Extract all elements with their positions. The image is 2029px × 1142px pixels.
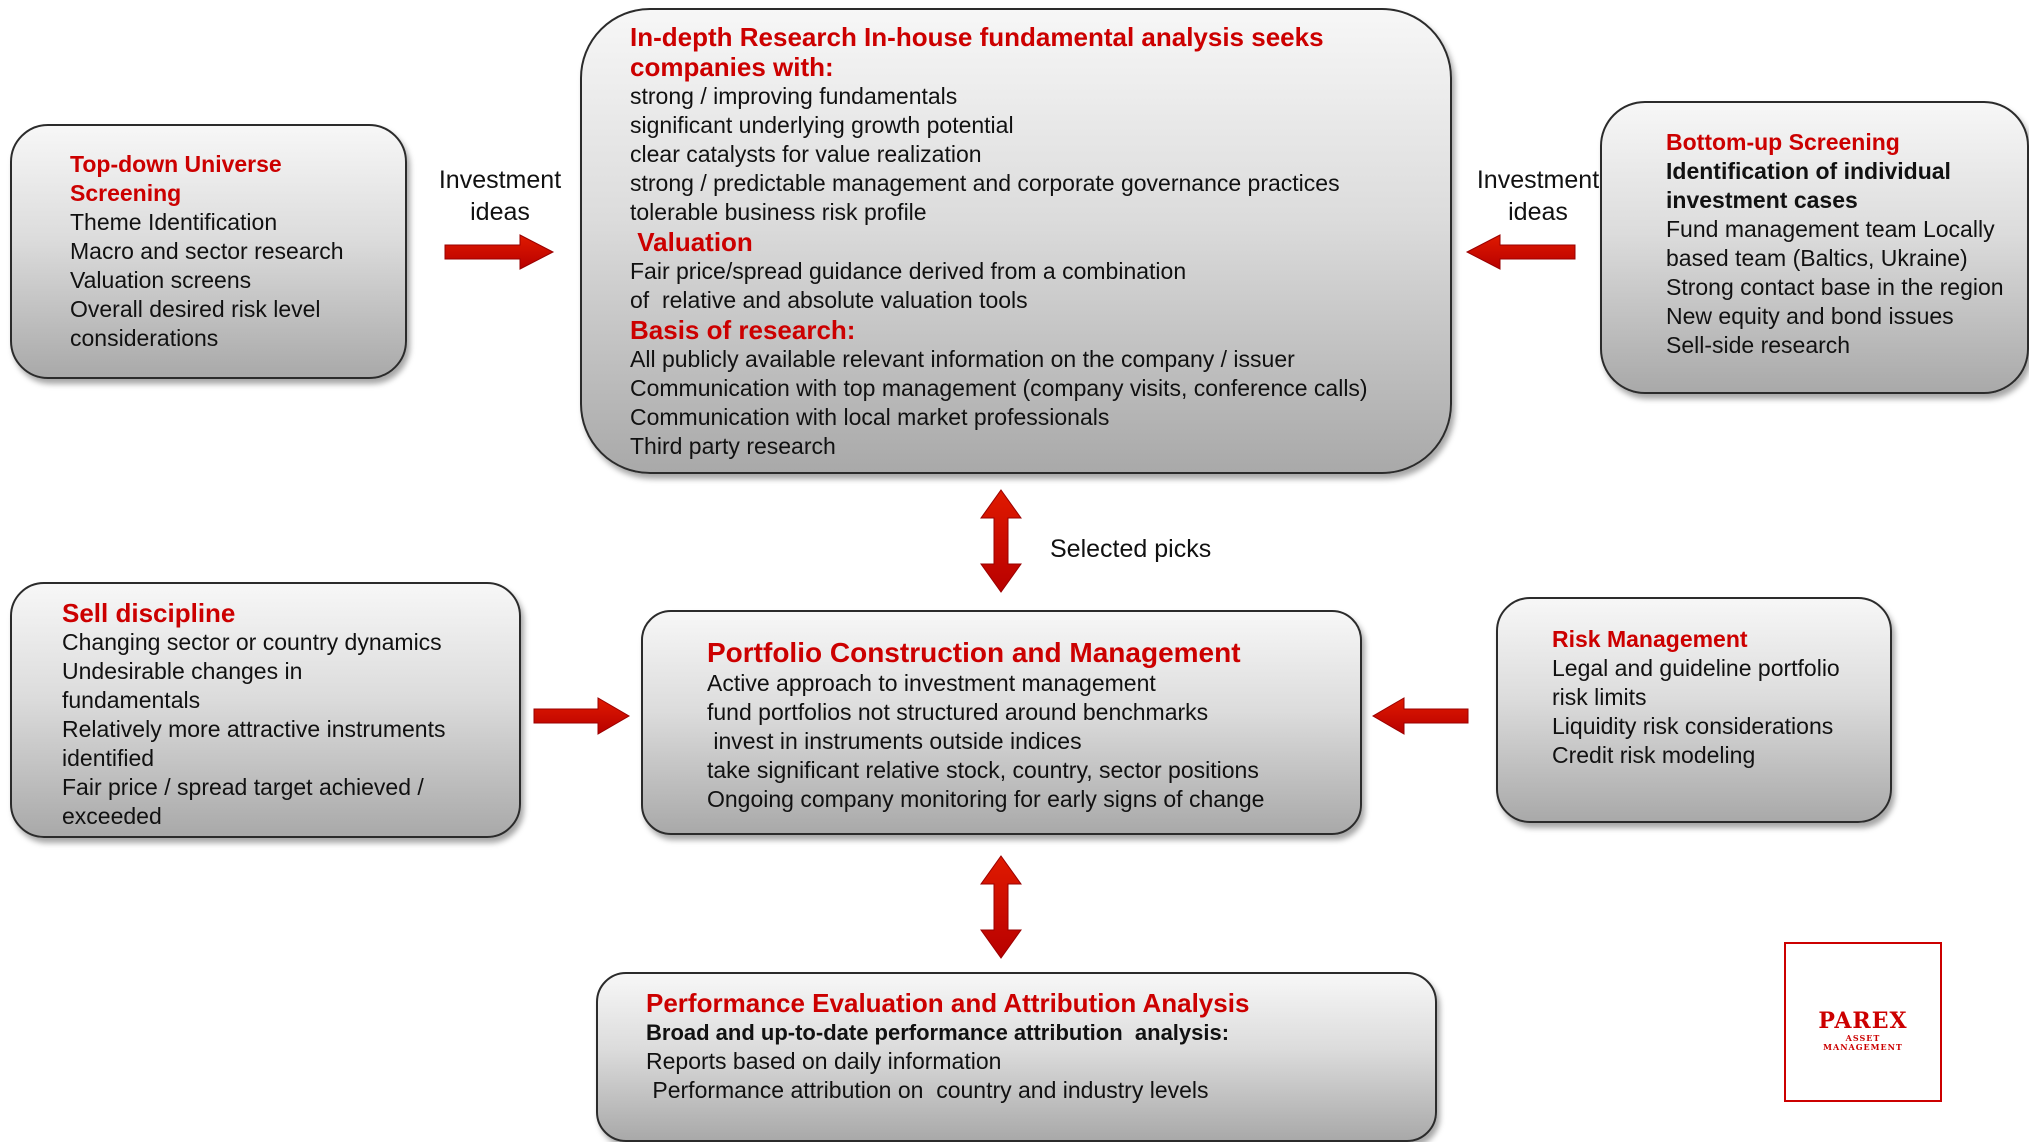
- portfolio-item: take significant relative stock, country…: [707, 757, 1259, 783]
- investment-ideas-label-left: Investment ideas: [425, 164, 575, 228]
- logo-brand: PAREX: [1818, 1008, 1908, 1034]
- sell-item: Undesirable changes in: [62, 658, 303, 684]
- valuation-item: of relative and absolute valuation tools: [630, 287, 1028, 313]
- sell-item: fundamentals: [62, 687, 201, 713]
- risk-management-title: Risk Management: [1552, 626, 1748, 652]
- top-down-item: considerations: [70, 325, 219, 351]
- arrow-right-topdown: [444, 234, 555, 270]
- risk-item: Liquidity risk considerations: [1552, 713, 1834, 739]
- bottom-up-item: Strong contact base in the region: [1666, 274, 2004, 300]
- investment-ideas-left-line-1: Investment: [438, 166, 562, 194]
- performance-item: Performance attribution on country and i…: [646, 1077, 1209, 1103]
- top-down-item: Overall desired risk level: [70, 296, 321, 322]
- research-item: tolerable business risk profile: [630, 199, 927, 225]
- portfolio-title: Portfolio Construction and Management: [707, 637, 1241, 668]
- bottom-up-subtitle-line-2: investment cases: [1666, 187, 1858, 213]
- arrow-double-selected-picks: [980, 489, 1022, 593]
- sell-item: Changing sector or country dynamics: [62, 629, 442, 655]
- portfolio-item: invest in instruments outside indices: [707, 728, 1082, 754]
- arrow-double-performance: [980, 855, 1022, 959]
- basis-title: Basis of research:: [630, 315, 856, 345]
- sell-item: Relatively more attractive instruments: [62, 716, 446, 742]
- risk-management-box: Risk Management Legal and guideline port…: [1496, 597, 1892, 823]
- investment-ideas-right-line-1: Investment: [1476, 166, 1600, 194]
- arrow-left-risk: [1372, 697, 1469, 735]
- risk-item: risk limits: [1552, 684, 1647, 710]
- top-down-item: Theme Identification: [70, 209, 278, 235]
- research-item: strong / improving fundamentals: [630, 83, 958, 109]
- portfolio-item: fund portfolios not structured around be…: [707, 699, 1209, 725]
- top-down-item: Macro and sector research: [70, 238, 344, 264]
- performance-title: Performance Evaluation and Attribution A…: [646, 988, 1250, 1018]
- bottom-up-title: Bottom-up Screening: [1666, 129, 1900, 155]
- basis-item: Third party research: [630, 433, 836, 459]
- sell-item: Fair price / spread target achieved /: [62, 774, 424, 800]
- investment-ideas-left-line-2: ideas: [470, 198, 530, 226]
- arrow-right-sell: [533, 697, 630, 735]
- valuation-title: Valuation: [630, 227, 753, 257]
- research-title-line-1: In-depth Research In-house fundamental a…: [630, 22, 1324, 52]
- research-item: clear catalysts for value realization: [630, 141, 982, 167]
- sell-item: exceeded: [62, 803, 162, 829]
- investment-ideas-label-right: Investment ideas: [1463, 164, 1613, 228]
- sell-item: identified: [62, 745, 155, 771]
- sell-discipline-box: Sell discipline Changing sector or count…: [10, 582, 521, 838]
- selected-picks-label: Selected picks: [1050, 535, 1212, 563]
- portfolio-construction-box: Portfolio Construction and Management Ac…: [641, 610, 1362, 835]
- sell-discipline-title: Sell discipline: [62, 598, 236, 628]
- bottom-up-screening-box: Bottom-up Screening Identification of in…: [1600, 101, 2029, 394]
- in-depth-research-box: In-depth Research In-house fundamental a…: [580, 8, 1452, 474]
- portfolio-item: Ongoing company monitoring for early sig…: [707, 786, 1265, 812]
- risk-item: Legal and guideline portfolio: [1552, 655, 1840, 681]
- bottom-up-item: Sell-side research: [1666, 332, 1851, 358]
- basis-item: Communication with top management (compa…: [630, 375, 1368, 401]
- arrow-left-bottomup: [1465, 234, 1576, 270]
- research-title-line-2: companies with:: [630, 52, 834, 82]
- bottom-up-item: Fund management team Locally: [1666, 216, 1995, 242]
- top-down-title-line-1: Top-down Universe: [70, 151, 282, 177]
- bottom-up-item: based team (Baltics, Ukraine): [1666, 245, 1968, 271]
- portfolio-item: Active approach to investment management: [707, 670, 1156, 696]
- performance-subtitle: Broad and up-to-date performance attribu…: [646, 1020, 1230, 1045]
- top-down-item: Valuation screens: [70, 267, 252, 293]
- research-item: significant underlying growth potential: [630, 112, 1014, 138]
- logo-sub-line-1: ASSET: [1845, 1033, 1881, 1043]
- logo-sub-line-2: MANAGEMENT: [1823, 1042, 1903, 1052]
- bottom-up-item: New equity and bond issues: [1666, 303, 1954, 329]
- bottom-up-subtitle-line-1: Identification of individual: [1666, 158, 1951, 184]
- risk-item: Credit risk modeling: [1552, 742, 1756, 768]
- performance-item: Reports based on daily information: [646, 1048, 1002, 1074]
- valuation-item: Fair price/spread guidance derived from …: [630, 258, 1187, 284]
- top-down-screening-box: Top-down Universe Screening Theme Identi…: [10, 124, 407, 379]
- top-down-title-line-2: Screening: [70, 180, 182, 206]
- performance-evaluation-box: Performance Evaluation and Attribution A…: [596, 972, 1437, 1142]
- investment-ideas-right-line-2: ideas: [1508, 198, 1568, 226]
- basis-item: All publicly available relevant informat…: [630, 346, 1295, 372]
- basis-item: Communication with local market professi…: [630, 404, 1110, 430]
- parex-logo: PAREX ASSET MANAGEMENT: [1784, 942, 1942, 1102]
- research-item: strong / predictable management and corp…: [630, 170, 1340, 196]
